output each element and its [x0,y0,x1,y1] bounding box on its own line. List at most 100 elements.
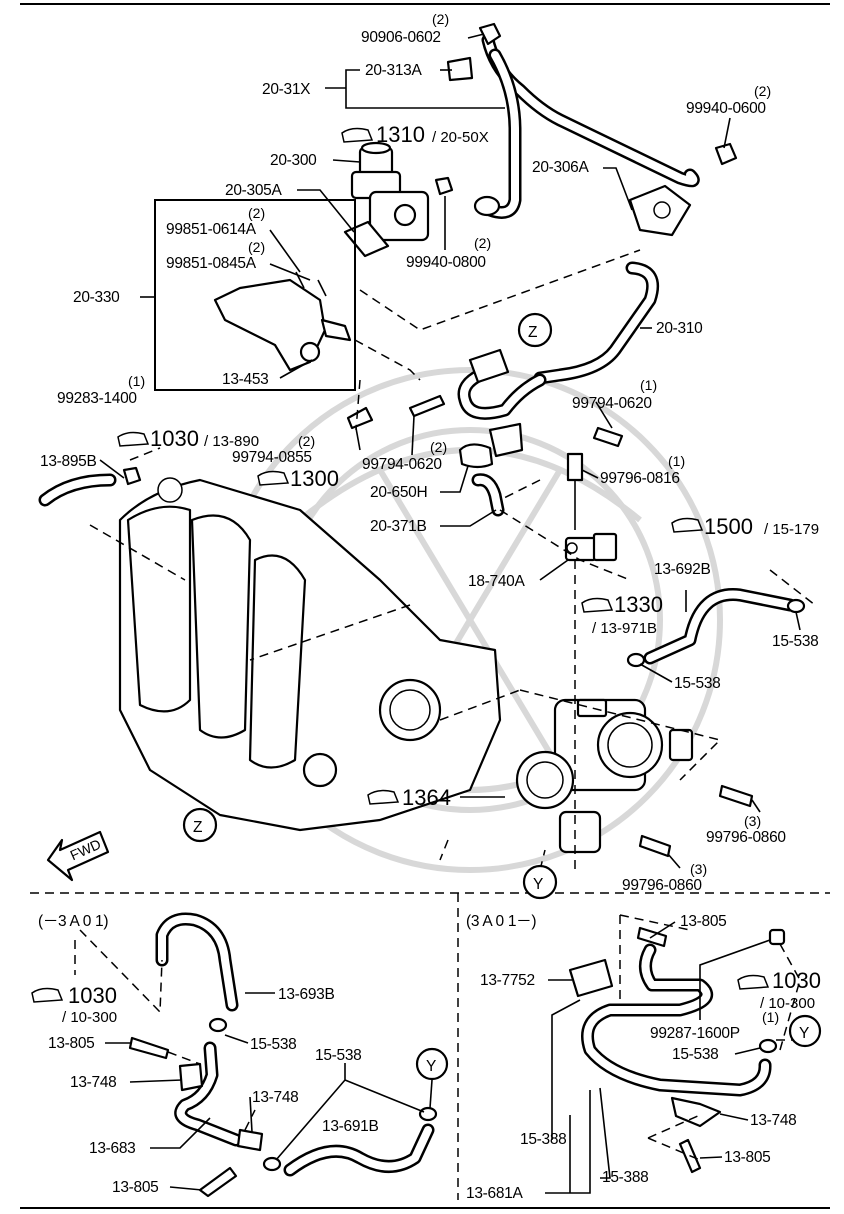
clip-15-538d2 [418,1106,438,1122]
part-number-label: 99796-0860 [622,877,702,894]
part-number-label: 15-538 [674,675,720,692]
reference-number: 1500 [704,514,753,539]
part-number-label: 18-740A [468,573,525,590]
clip-15-538d1 [262,1156,282,1172]
reference-sub: / 15-179 [764,521,819,538]
part-number-label: 99796-0816 [600,470,680,487]
callout-circles [182,312,822,1081]
part-number-label: 13-453 [222,371,268,388]
part-number-label: 99851-0845A [166,255,257,272]
hose-20-371B [471,473,505,517]
reference-number: 1310 [376,122,425,147]
part-number-label: 99796-0860 [706,829,786,846]
frame [20,3,830,1209]
leaders-lower-left [74,929,433,1191]
part-number-label: 13-805 [112,1179,158,1196]
bracket-13-748c [670,1096,722,1128]
part-number-label: 15-538 [315,1047,361,1064]
part-number-label: 13-692B [654,561,711,578]
egr-valve [350,141,430,242]
part-number-label: 20-300 [270,152,317,169]
reference-sub: / 10-300 [760,995,815,1012]
part-number-label: 13-683 [89,1140,135,1157]
part-number-label: 13-748 [252,1089,298,1106]
nut-99940-0800 [434,176,454,196]
part-number-label: 13-681A [466,1185,523,1202]
pipe-20-310 [457,261,660,420]
part-number-label: 20-330 [73,289,120,306]
reference-number: 1030 [150,426,199,451]
bracket-13-748b [236,1128,264,1152]
nut-90906 [478,22,502,46]
callout-y: Y [533,876,543,893]
part-number-label: 13-748 [750,1112,796,1129]
part-number-label: 15-538 [672,1046,718,1063]
part-number-label: 20-371B [370,518,427,535]
part-number-label: 13-805 [680,913,726,930]
cap-99283 [122,466,142,486]
reference-sub: / 13-890 [204,433,259,450]
fwd-arrow [46,830,110,882]
part-number-label: 13-7752 [480,972,535,989]
leaders-lower-right [545,914,801,1194]
throttle-body [515,698,694,854]
qty-label: (2) [248,239,265,255]
bracket-13-748a [178,1062,204,1092]
qty-label: (2) [754,83,771,99]
part-number-label: 99940-0600 [686,100,766,117]
part-number-label: 20-650H [370,484,427,501]
clip-15-538a [786,598,806,614]
clip-15-538c [208,1017,228,1033]
part-number-label: 99283-1400 [57,390,137,407]
reference-number: 1030 [772,968,821,993]
clip-15-538e [758,1038,778,1054]
hose-13-692B [643,588,797,665]
part-number-label: 99287-1600P [650,1025,740,1042]
labels: (2) 90906-0602 20-313A 20-31X (2) 99940-… [38,11,821,1202]
callout-y: Y [799,1025,809,1042]
callout-z: Z [193,819,202,836]
qty-label: (1) [762,1009,779,1025]
part-number-label: 20-313A [365,62,422,79]
part-number-label: 99794-0620 [572,395,652,412]
cap-99287 [768,928,786,946]
part-number-label: 15-538 [250,1036,296,1053]
pipe-fitting [473,195,501,217]
range-label: (－3 A 0 1) [38,913,108,930]
part-number-label: 90906-0602 [361,29,441,46]
part-number-label: 99851-0614A [166,221,257,238]
reference-number: 1364 [402,785,451,810]
bolt-13-805b [198,1166,238,1198]
part-number-label: 13-895B [40,453,97,470]
clip-15-538b [626,652,646,668]
flange [468,348,510,384]
bracket-small [488,422,524,458]
qty-label: (2) [248,205,265,221]
part-number-label: 13-805 [724,1149,770,1166]
part-number-label: 15-538 [772,633,818,650]
part-number-label: 13-805 [48,1035,94,1052]
qty-label: (3) [744,813,761,829]
reference-number: 1030 [68,983,117,1008]
part-number-label: 13-748 [70,1074,116,1091]
clamp-20-313A [446,56,474,82]
hose-13-895B [38,473,117,507]
qty-label: (2) [432,11,449,27]
qty-label: (1) [668,453,685,469]
part-number-label: 99794-0855 [232,449,312,466]
pipe-13-681A [581,943,772,1097]
reference-number: 1300 [290,466,339,491]
bolt-13-805a [128,1036,170,1060]
leaders-upper [99,33,801,869]
reference-sub: / 10-300 [62,1009,117,1026]
part-number-label: 20-306A [532,159,589,176]
egr-pipe [481,33,700,219]
qty-label: (3) [690,861,707,877]
part-number-label: 13-691B [322,1118,379,1135]
solenoid-18-740A [564,532,618,562]
qty-label: (2) [298,433,315,449]
bolts-upper [346,394,624,530]
part-number-label: 99794-0620 [362,456,442,473]
reference-sub: / 20-50X [432,129,489,146]
bracket-13-7752 [568,958,614,998]
